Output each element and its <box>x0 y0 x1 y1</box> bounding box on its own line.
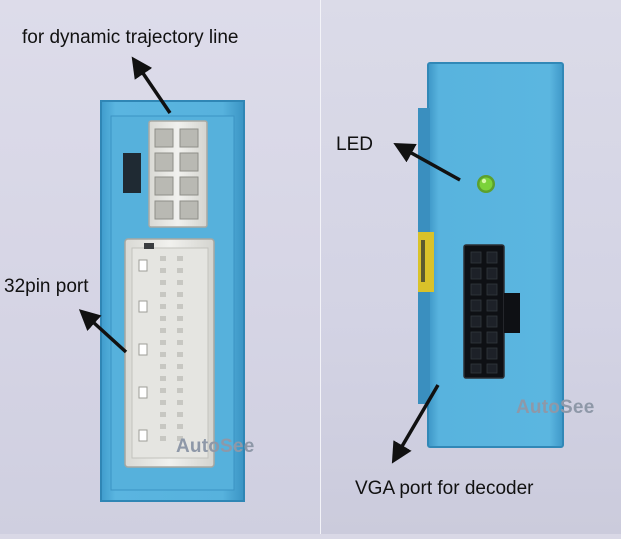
led-light <box>477 175 495 193</box>
watermark-left: AutoSee <box>176 436 255 457</box>
panel-divider <box>320 0 321 534</box>
top-view-device <box>418 62 564 448</box>
left-side-tab <box>123 153 141 193</box>
yellow-sticker <box>418 232 434 292</box>
thirty-two-pin-connector <box>124 238 215 468</box>
label-vga-port: VGA port for decoder <box>355 478 534 499</box>
eight-pin-connector <box>148 120 208 228</box>
vga-connector <box>463 244 520 379</box>
label-dynamic-trajectory-line: for dynamic trajectory line <box>22 27 239 48</box>
right-photo-panel <box>321 0 621 534</box>
side-view-device <box>100 100 245 502</box>
left-photo-panel <box>0 0 320 534</box>
watermark-right: AutoSee <box>516 397 595 418</box>
label-32pin-port: 32pin port <box>4 276 89 297</box>
label-led: LED <box>336 134 373 155</box>
